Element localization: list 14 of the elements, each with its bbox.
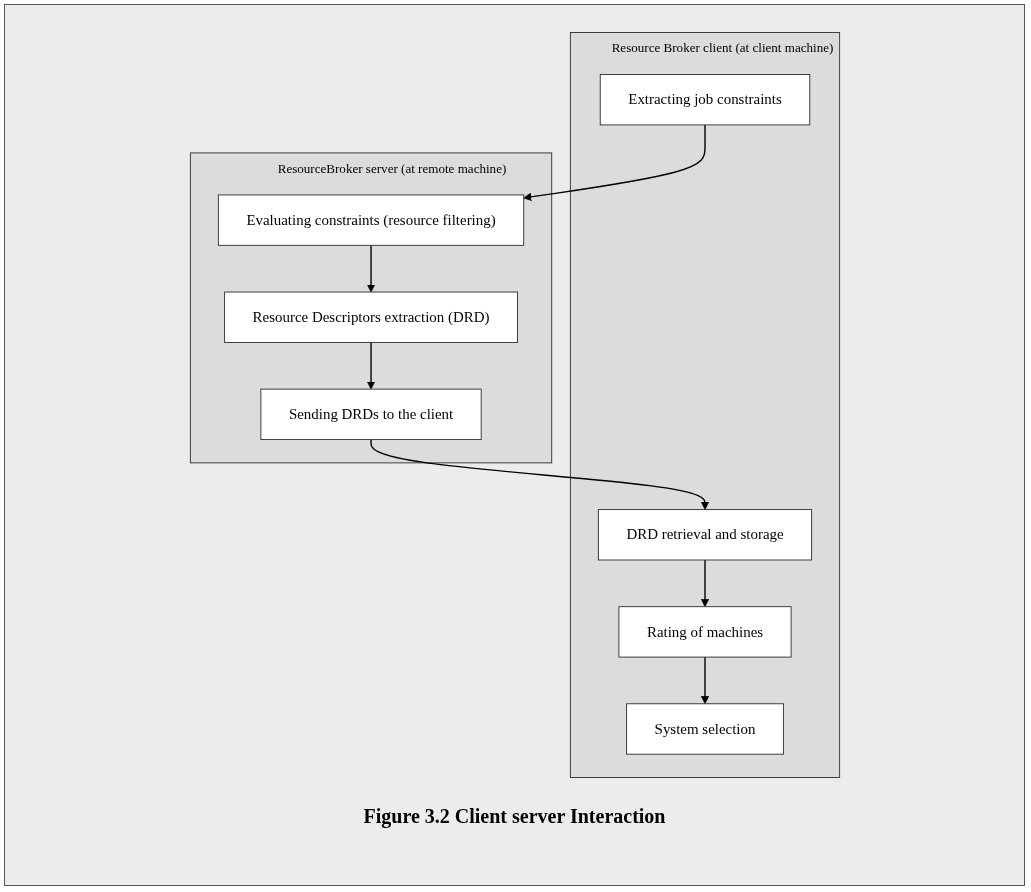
- arrow: [366, 244, 375, 293]
- arrow: [366, 341, 375, 390]
- node-box: Rating of machines: [617, 606, 792, 658]
- arrow: [369, 438, 709, 510]
- arrow: [700, 656, 709, 705]
- node-box: Resource Descriptors extraction (DRD): [223, 291, 518, 343]
- arrow: [522, 124, 706, 201]
- node-box: Evaluating constraints (resource filtering): [217, 194, 524, 246]
- arrow: [700, 559, 709, 608]
- node-box: DRD retrieval and storage: [597, 509, 812, 561]
- node-box: Extracting job constraints: [599, 74, 810, 126]
- figure-caption: Figure 3.2 Client server Interaction: [363, 805, 666, 828]
- node-box: Sending DRDs to the client: [259, 388, 482, 440]
- node-box: System selection: [625, 703, 784, 755]
